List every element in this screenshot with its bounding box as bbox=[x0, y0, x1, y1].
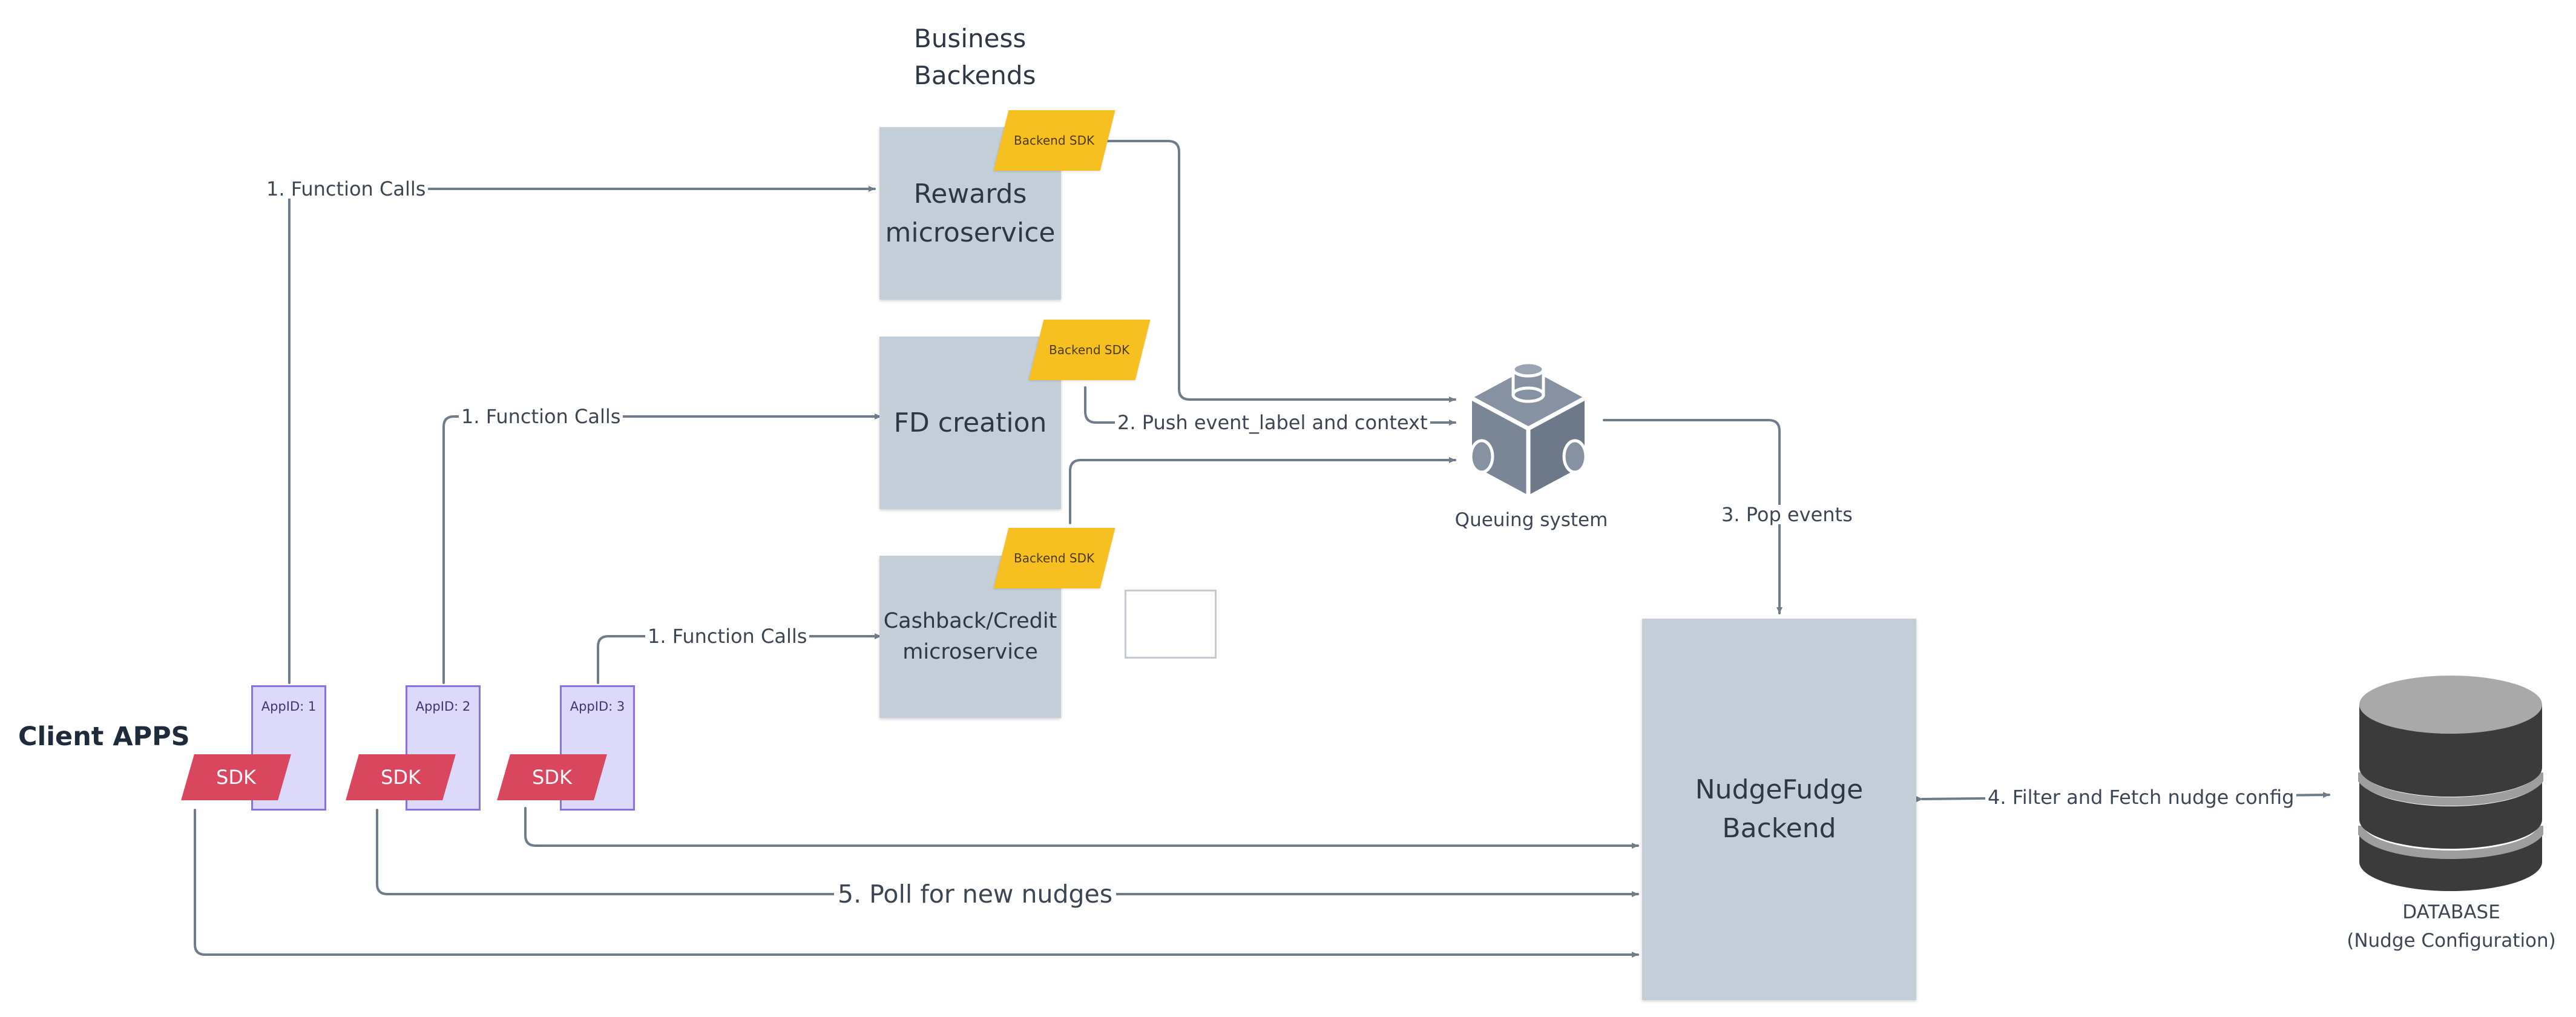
fd-backend-sdk[interactable]: Backend SDK bbox=[1028, 320, 1151, 380]
rewards-backend-sdk[interactable]: Backend SDK bbox=[993, 110, 1116, 171]
client-sdk-2[interactable]: SDK bbox=[346, 754, 456, 800]
client-sdk-label: SDK bbox=[532, 766, 572, 789]
client-sdk-3[interactable]: SDK bbox=[497, 754, 607, 800]
edge-sdk1-nudgefudge bbox=[194, 809, 1639, 958]
edge-label-poll: 5. Poll for new nudges bbox=[834, 882, 1117, 907]
database-cylinder-icon[interactable] bbox=[2358, 671, 2543, 896]
queue-cube-icon[interactable] bbox=[1465, 361, 1592, 500]
edge-sdk2-nudgefudge bbox=[376, 809, 1639, 897]
rewards-backend-sdk-label: Backend SDK bbox=[1014, 133, 1095, 148]
cashback-microservice-label: Cashback/Credit microservice bbox=[883, 609, 1057, 664]
fd-creation-service[interactable]: FD creation bbox=[879, 337, 1061, 509]
nudgefudge-backend[interactable]: NudgeFudge Backend bbox=[1642, 619, 1916, 1000]
edge-cashback-queue bbox=[1069, 457, 1456, 524]
edge-label-function-calls-3: 1. Function Calls bbox=[645, 627, 810, 646]
edge-app2-fd bbox=[442, 413, 882, 684]
empty-placeholder-box bbox=[1125, 590, 1217, 659]
rewards-microservice-label: Rewards microservice bbox=[885, 178, 1056, 248]
app-id-label: AppID: 3 bbox=[570, 699, 625, 714]
edge-label-push-events: 2. Push event_label and context bbox=[1115, 413, 1430, 432]
edge-label-pop-events: 3. Pop events bbox=[1719, 505, 1855, 524]
edge-sdk3-nudgefudge bbox=[524, 807, 1639, 849]
app-id-label: AppID: 2 bbox=[415, 699, 471, 714]
cashback-backend-sdk-label: Backend SDK bbox=[1014, 551, 1095, 565]
queue-label: Queuing system bbox=[1454, 509, 1608, 531]
client-sdk-label: SDK bbox=[381, 766, 421, 789]
edge-label-function-calls-1: 1. Function Calls bbox=[264, 179, 429, 199]
edge-label-function-calls-2: 1. Function Calls bbox=[459, 407, 623, 426]
client-sdk-label: SDK bbox=[216, 766, 256, 789]
app-id-label: AppID: 1 bbox=[261, 699, 317, 714]
fd-backend-sdk-label: Backend SDK bbox=[1049, 343, 1130, 357]
edge-rewards-queue bbox=[1106, 140, 1456, 403]
edge-label-filter-fetch: 4. Filter and Fetch nudge config bbox=[1985, 788, 2297, 807]
edge-app3-cashback bbox=[597, 633, 882, 684]
edge-queue-nudgefudge bbox=[1603, 419, 1782, 614]
edge-fd-queue bbox=[1084, 386, 1456, 426]
edge-app1-rewards bbox=[288, 186, 876, 684]
client-apps-title: Client APPS bbox=[18, 722, 190, 752]
fd-creation-label: FD creation bbox=[893, 407, 1047, 438]
database-label: DATABASE (Nudge Configuration) bbox=[2347, 901, 2556, 952]
client-sdk-1[interactable]: SDK bbox=[181, 754, 291, 800]
business-backends-title: Business Backends bbox=[914, 24, 1036, 90]
nudgefudge-backend-label: NudgeFudge Backend bbox=[1695, 774, 1864, 844]
cashback-backend-sdk[interactable]: Backend SDK bbox=[993, 528, 1116, 588]
